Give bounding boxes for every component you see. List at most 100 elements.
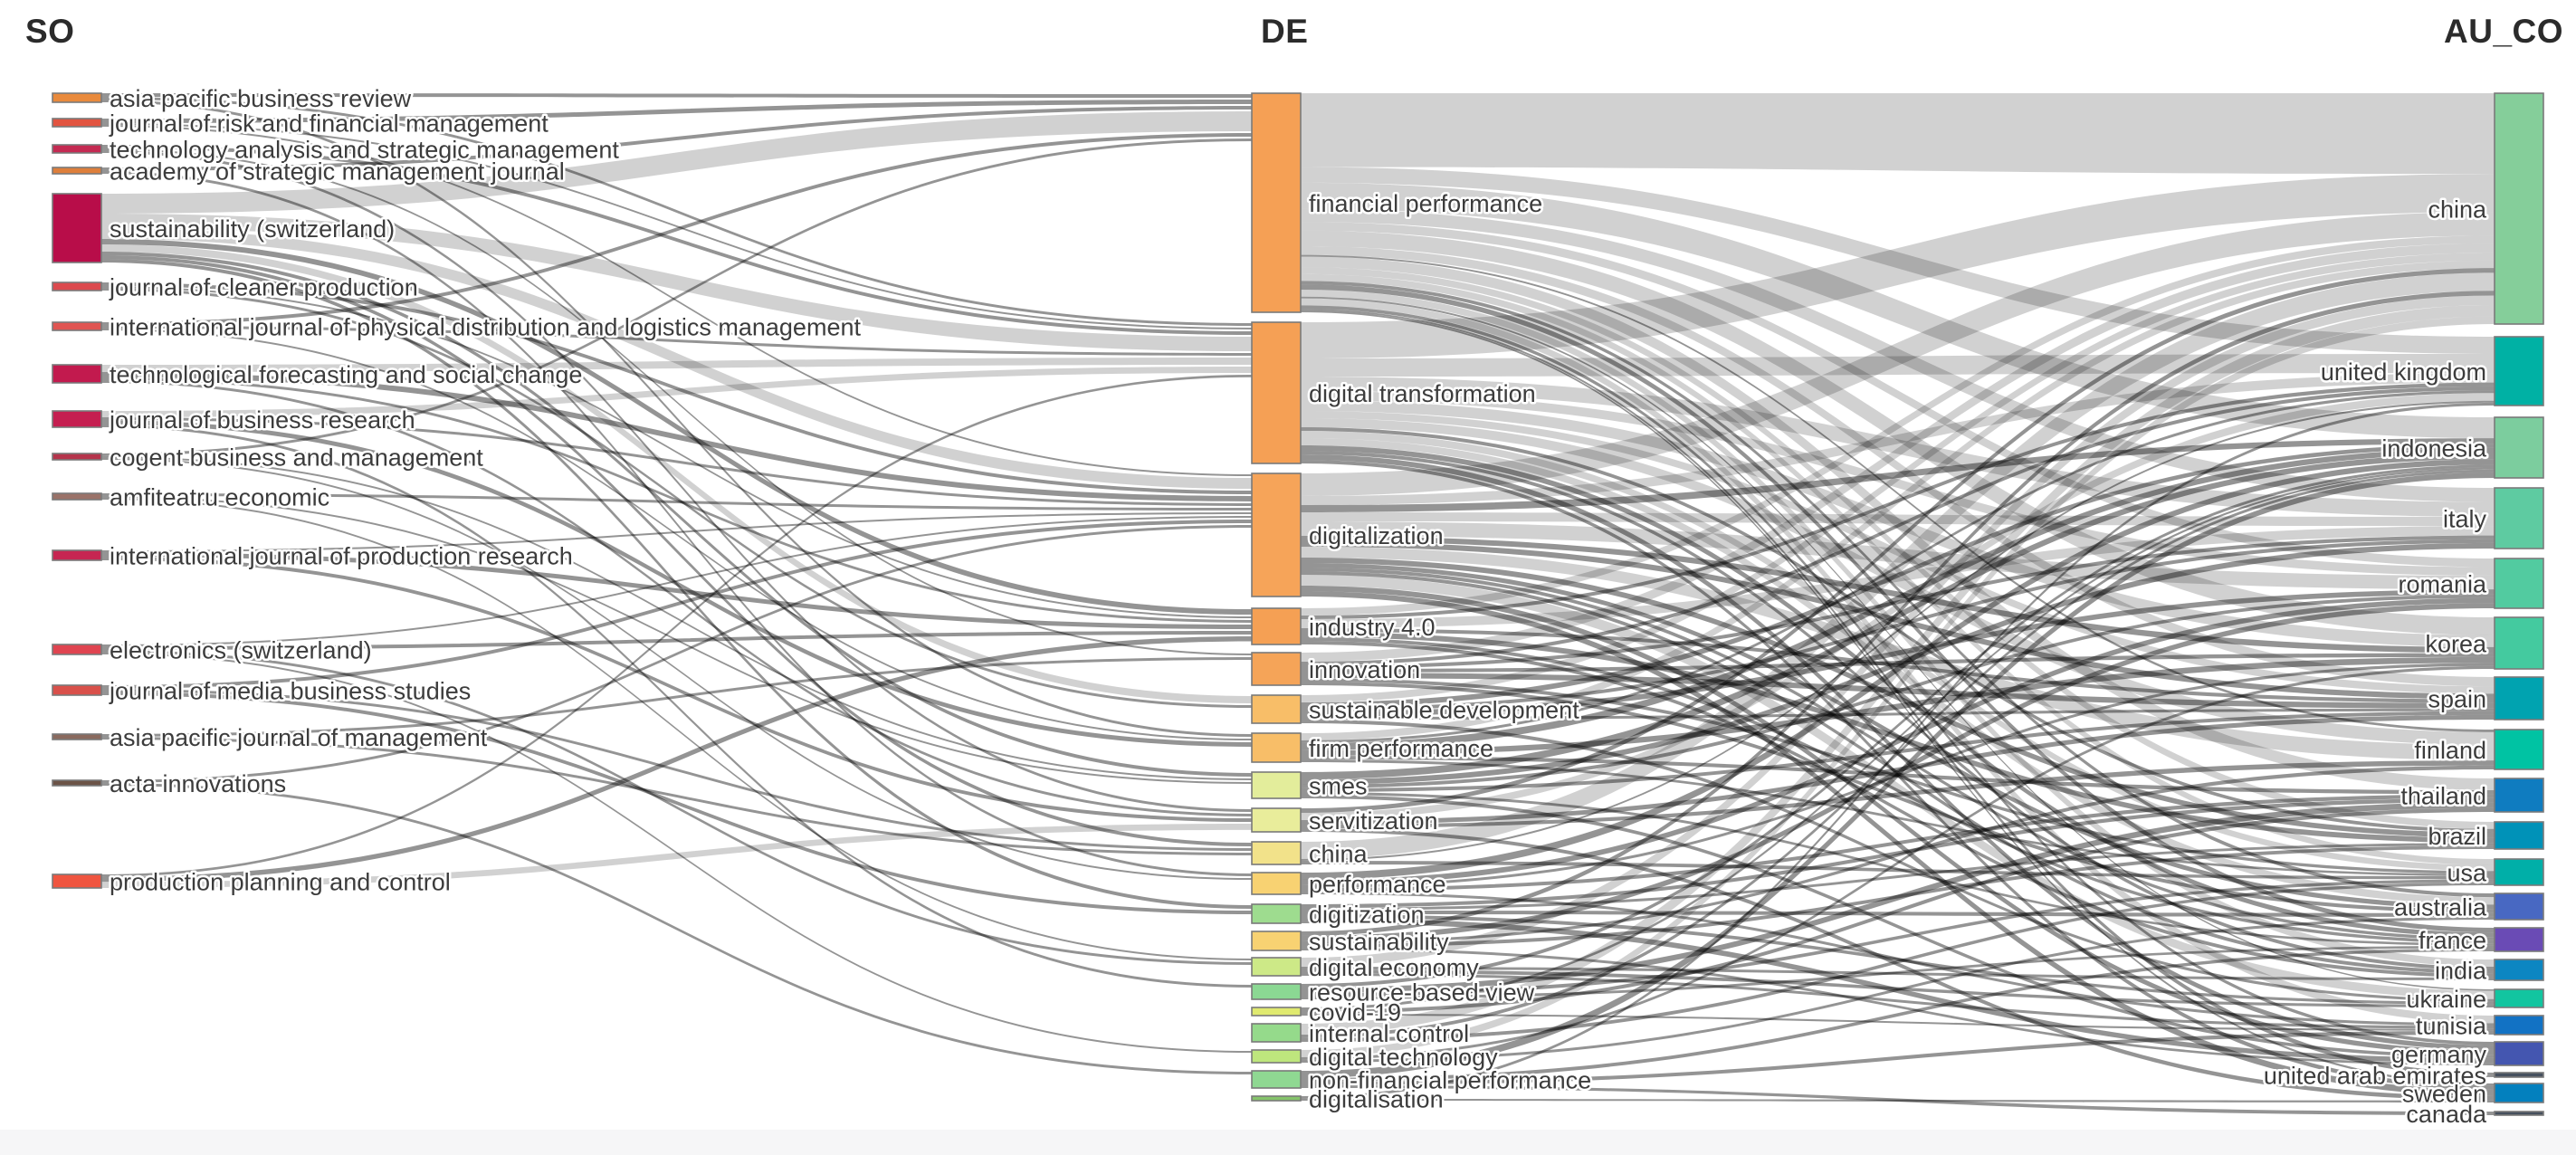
- link-resource-based-view--france: [1301, 945, 2495, 999]
- node-au-italy[interactable]: [2494, 487, 2544, 549]
- node-au-canada[interactable]: [2494, 1111, 2544, 1116]
- node-so-asia-pacific-business-review[interactable]: [52, 92, 102, 103]
- node-so-international-journal-of-production-research[interactable]: [52, 549, 102, 561]
- node-so-journal-of-risk-and-financial-management[interactable]: [52, 118, 102, 128]
- node-label-so-journal-of-risk-and-financial-management: journal of risk and financial management: [109, 110, 549, 138]
- link-smes--indonesia: [1301, 453, 2495, 779]
- link-technological-forecasting-and-social-change--servitization: [101, 380, 1252, 816]
- link-sustainability-(switzerland)--china: [101, 255, 1252, 846]
- node-de-innovation[interactable]: [1251, 652, 1302, 686]
- node-de-firm-performance[interactable]: [1251, 732, 1302, 763]
- node-au-china[interactable]: [2494, 92, 2544, 325]
- node-so-acta-innovations[interactable]: [52, 779, 102, 787]
- link-amfiteatru-economic--digitalization: [101, 493, 1252, 511]
- node-au-united-kingdom[interactable]: [2494, 336, 2544, 406]
- node-au-tunisia[interactable]: [2494, 1015, 2544, 1036]
- node-so-production-planning-and-control[interactable]: [52, 873, 102, 889]
- node-au-romania[interactable]: [2494, 558, 2544, 609]
- link-digitalization--sweden: [1301, 591, 2495, 1096]
- link-financial-performance--united-kingdom: [1301, 167, 2495, 354]
- link-performance--korea: [1301, 663, 2495, 888]
- link-international-journal-of-production-research--servitization: [101, 557, 1252, 822]
- node-de-china[interactable]: [1251, 841, 1302, 865]
- node-au-france[interactable]: [2494, 927, 2544, 952]
- link-innovation--spain: [1301, 673, 2495, 709]
- link-non-financial-performance--france: [1301, 948, 2495, 1082]
- node-au-finland[interactable]: [2494, 729, 2544, 770]
- node-label-au-tunisia: tunisia: [2416, 1013, 2487, 1040]
- link-digital-transformation--germany: [1301, 454, 2495, 1050]
- link-academy-of-strategic-management-journal--financial-performance: [101, 106, 1252, 171]
- node-label-so-academy-of-strategic-management-journal: academy of strategic management journal: [110, 158, 565, 186]
- link-industry-4.0--spain: [1301, 628, 2495, 703]
- node-so-academy-of-strategic-management-journal[interactable]: [52, 167, 102, 175]
- node-so-cogent-business-and-management[interactable]: [52, 453, 102, 461]
- node-so-asia-pacific-journal-of-management[interactable]: [52, 733, 102, 740]
- link-sustainability-(switzerland)--sustainable-development: [101, 244, 1252, 703]
- node-so-international-journal-of-physical-distribution-and-logistics-management[interactable]: [52, 321, 102, 331]
- node-label-de-digital-technology: digital technology: [1309, 1044, 1498, 1071]
- node-au-spain[interactable]: [2494, 676, 2544, 721]
- link-digitization--brazil: [1301, 843, 2495, 911]
- node-de-covid-19[interactable]: [1251, 1007, 1302, 1017]
- node-de-digital-technology[interactable]: [1251, 1049, 1302, 1064]
- node-de-digitization[interactable]: [1251, 903, 1302, 924]
- link-digital-transformation--france: [1301, 445, 2495, 938]
- node-de-resource-based-view[interactable]: [1251, 983, 1302, 1000]
- node-label-de-covid-19: covid-19: [1309, 999, 1401, 1026]
- link-international-journal-of-physical-distribution-and-logistics-management--financial-performance: [101, 133, 1252, 326]
- node-de-digital-transformation[interactable]: [1251, 321, 1302, 464]
- link-smes--spain: [1301, 711, 2495, 792]
- node-de-servitization[interactable]: [1251, 807, 1302, 833]
- node-label-so-sustainability-switzerland-: sustainability (switzerland): [110, 215, 395, 243]
- link-sustainability--romania: [1301, 603, 2495, 941]
- node-au-germany[interactable]: [2494, 1041, 2544, 1066]
- node-de-financial-performance[interactable]: [1251, 92, 1302, 313]
- link-digitization--australia: [1301, 911, 2495, 917]
- link-industry-4.0--united-kingdom: [1301, 382, 2495, 619]
- link-financial-performance--ukraine: [1301, 296, 2495, 991]
- link-international-journal-of-physical-distribution-and-logistics-management--digital-transformation: [101, 326, 1252, 356]
- node-au-ukraine[interactable]: [2494, 988, 2544, 1008]
- node-au-usa[interactable]: [2494, 858, 2544, 886]
- node-au-korea[interactable]: [2494, 616, 2544, 670]
- node-au-thailand[interactable]: [2494, 778, 2544, 813]
- node-de-internal-control[interactable]: [1251, 1023, 1302, 1043]
- node-au-brazil[interactable]: [2494, 821, 2544, 850]
- node-so-sustainability-switzerland-[interactable]: [52, 193, 102, 263]
- node-de-digitalization[interactable]: [1251, 472, 1302, 597]
- node-au-sweden[interactable]: [2494, 1083, 2544, 1103]
- node-de-digitalisation[interactable]: [1251, 1095, 1302, 1102]
- link-journal-of-cleaner-production--industry-4.0: [101, 286, 1252, 618]
- node-de-digital-economy[interactable]: [1251, 957, 1302, 977]
- link-digitalization--germany: [1301, 586, 2495, 1055]
- node-so-journal-of-cleaner-production[interactable]: [52, 282, 102, 291]
- link-financial-performance--germany: [1301, 305, 2495, 1045]
- node-de-sustainable-development[interactable]: [1251, 694, 1302, 724]
- node-de-performance[interactable]: [1251, 872, 1302, 895]
- node-de-non-financial-performance[interactable]: [1251, 1070, 1302, 1089]
- node-de-sustainability[interactable]: [1251, 931, 1302, 951]
- link-financial-performance--tunisia: [1301, 298, 2495, 1024]
- node-au-indonesia[interactable]: [2494, 416, 2544, 479]
- node-au-australia[interactable]: [2494, 892, 2544, 921]
- node-so-amfiteatru-economic[interactable]: [52, 492, 102, 501]
- link-sustainability-(switzerland)--industry-4.0: [101, 239, 1252, 615]
- node-de-industry-4-0[interactable]: [1251, 607, 1302, 645]
- node-label-so-journal-of-media-business-studies: journal of media business studies: [109, 678, 471, 705]
- node-so-technological-forecasting-and-social-change[interactable]: [52, 364, 102, 384]
- link-servitization--finland: [1301, 760, 2495, 828]
- node-au-india[interactable]: [2494, 959, 2544, 981]
- node-so-technology-analysis-and-strategic-management[interactable]: [52, 144, 102, 154]
- link-journal-of-business-research--resource-based-view: [101, 425, 1252, 988]
- node-so-journal-of-business-research[interactable]: [52, 410, 102, 428]
- node-so-journal-of-media-business-studies[interactable]: [52, 684, 102, 696]
- link-digitalization--indonesia: [1301, 438, 2495, 512]
- node-de-smes[interactable]: [1251, 771, 1302, 799]
- link-technological-forecasting-and-social-change--digitalization: [101, 372, 1252, 501]
- node-so-electronics-switzerland-[interactable]: [52, 644, 102, 655]
- link-production-planning-and-control--servitization: [101, 824, 1252, 888]
- node-au-united-arab-emirates[interactable]: [2494, 1072, 2544, 1078]
- link-covid-19--indonesia: [1301, 467, 2495, 1010]
